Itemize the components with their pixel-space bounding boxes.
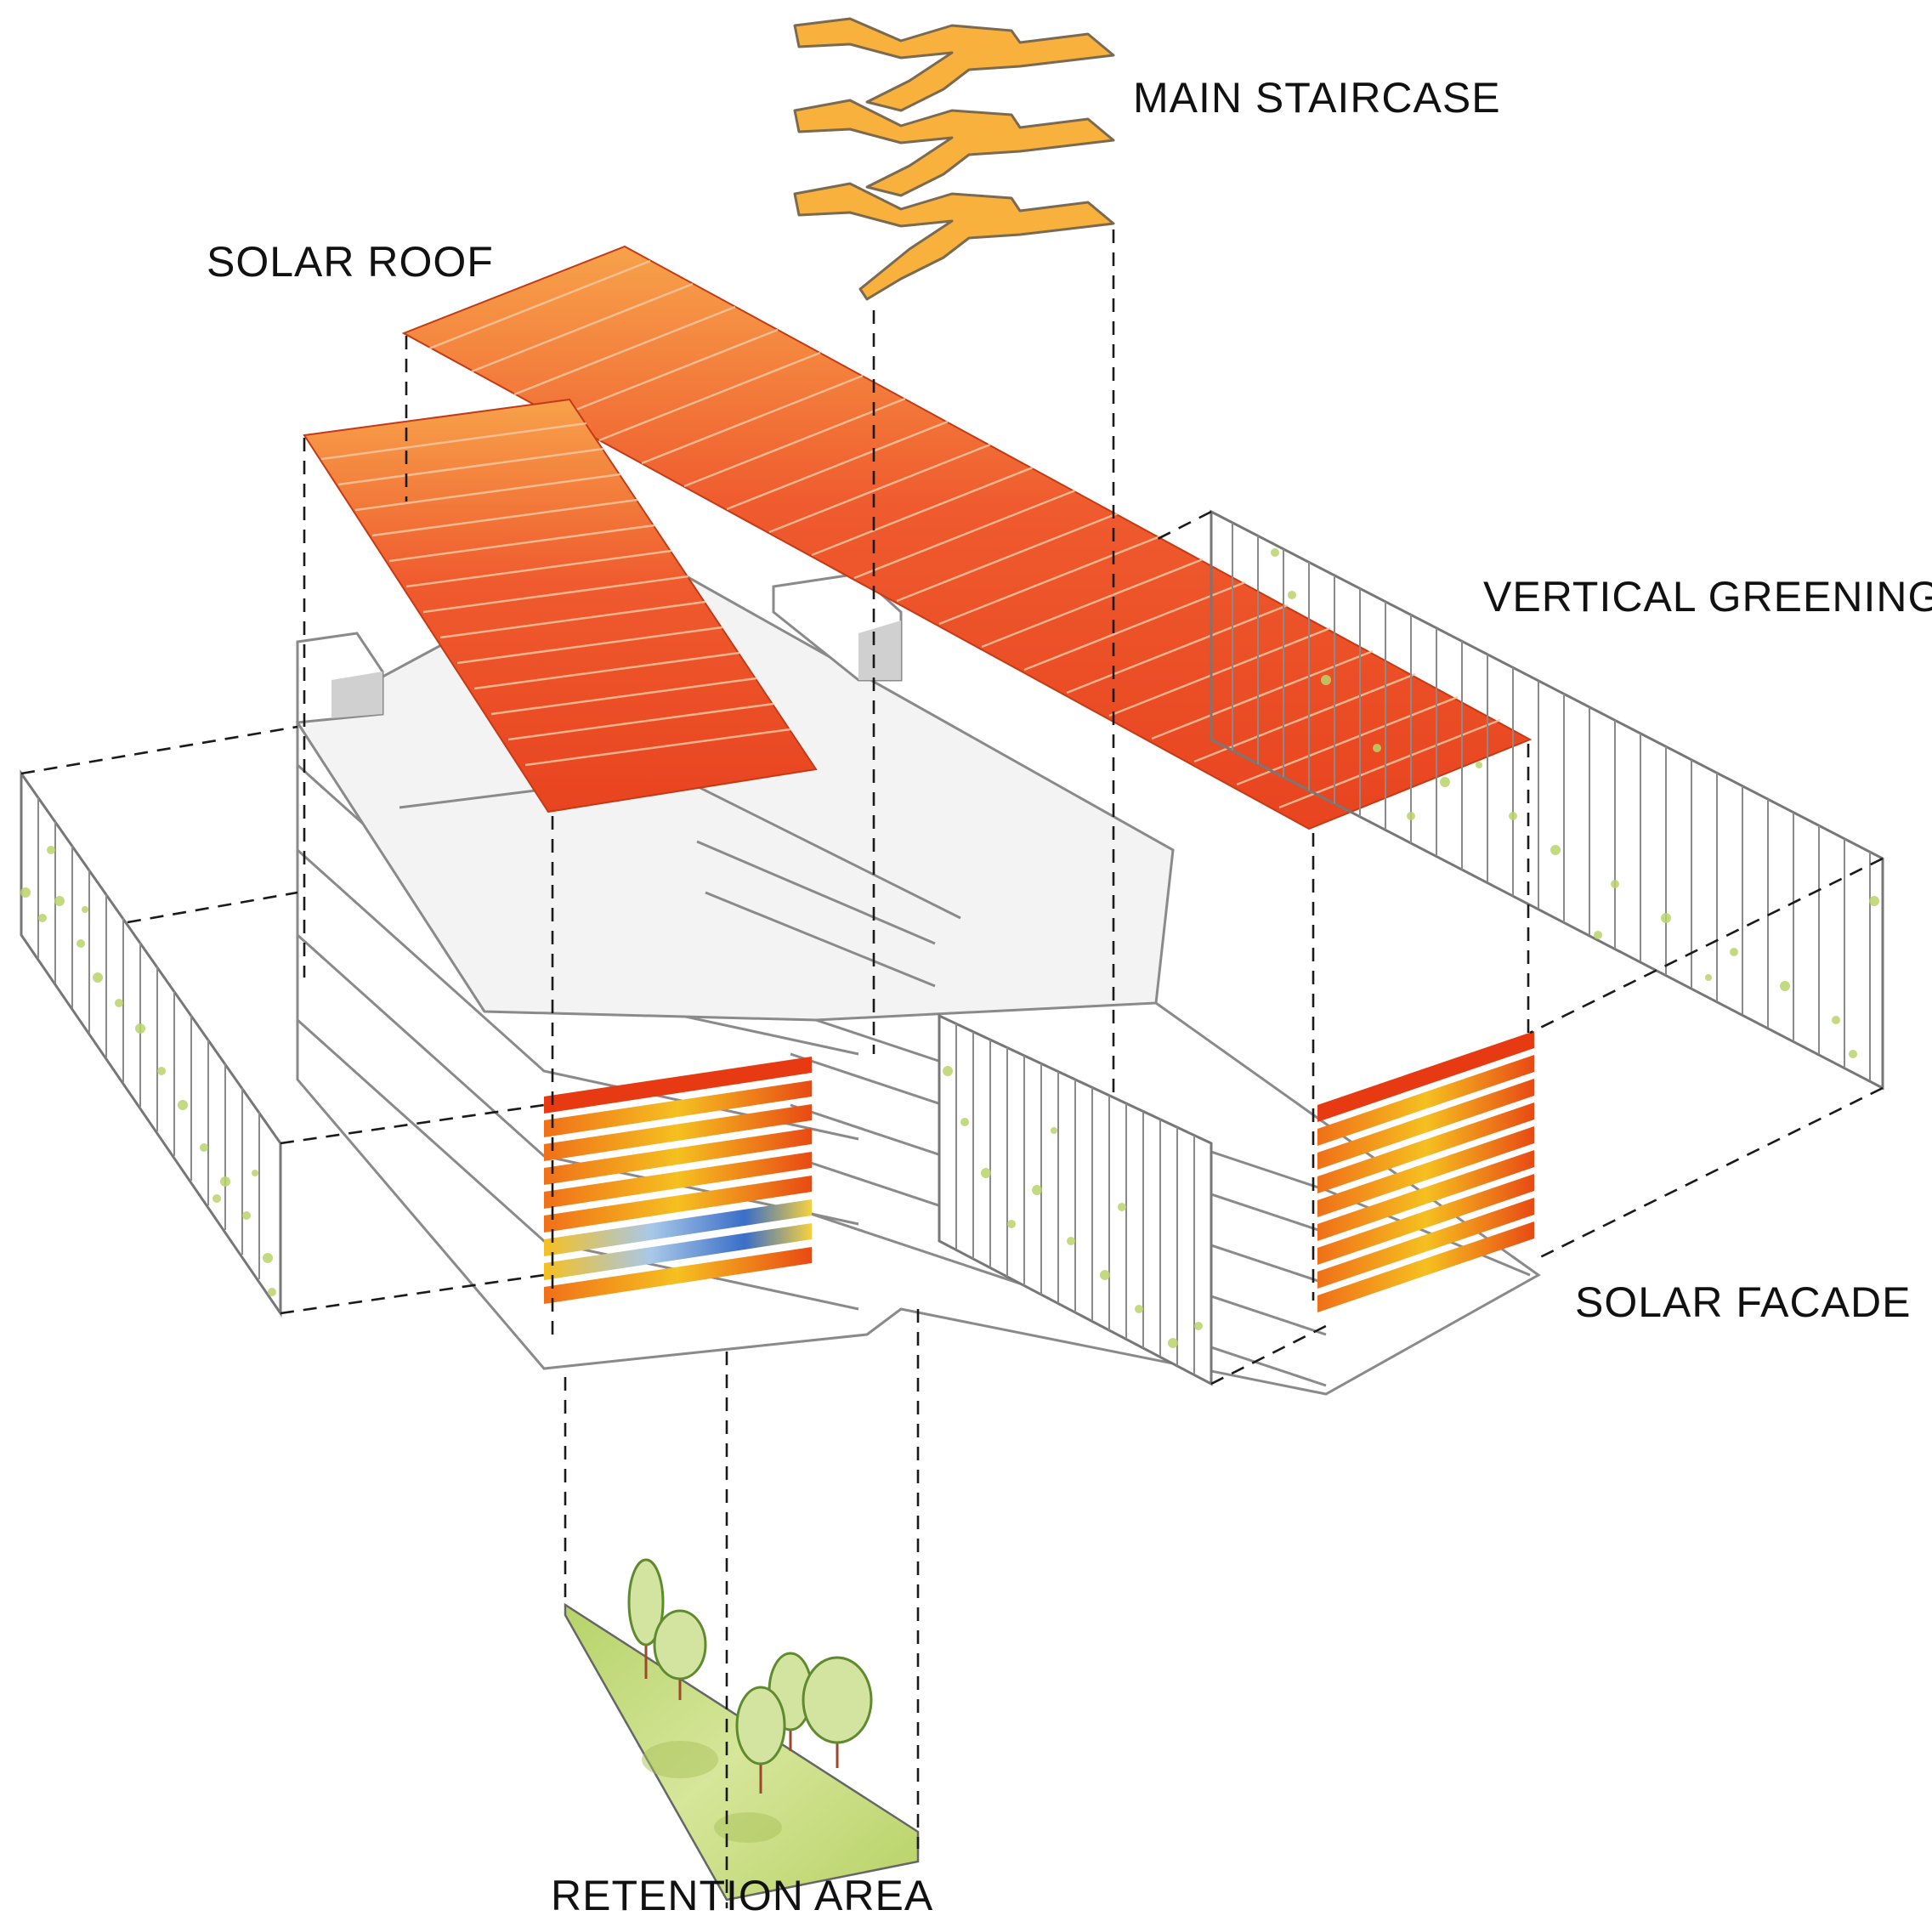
label-solar-facade: SOLAR FACADE [1575,1278,1912,1326]
tree-2 [653,1609,707,1700]
retention-area [564,1558,920,1901]
main-staircase [793,17,1115,301]
solar-roof [303,245,1533,830]
solar-facade-right [1317,1031,1534,1312]
projection-lines [20,230,1884,1908]
solar-facade-left [544,1057,812,1304]
tree-4 [802,1656,873,1768]
vertical-greening-front [938,1013,1213,1386]
solar-roof-wing-short [303,398,818,813]
vertical-greening-right [1210,509,1884,1091]
vertical-greening-left [20,769,282,1318]
label-vertical-greening: VERTICAL GREENING [1483,573,1932,621]
staircase-flight-2 [793,99,1115,197]
label-main-staircase: MAIN STAIRCASE [1133,74,1501,122]
label-retention-area: RETENTION AREA [551,1872,934,1919]
label-solar-roof: SOLAR ROOF [207,238,494,286]
tree-5 [735,1686,786,1794]
staircase-flight-1 [793,17,1115,112]
solar-roof-wing-long [401,245,1533,830]
staircase-flight-3 [793,182,1115,301]
tree-1 [627,1558,665,1679]
